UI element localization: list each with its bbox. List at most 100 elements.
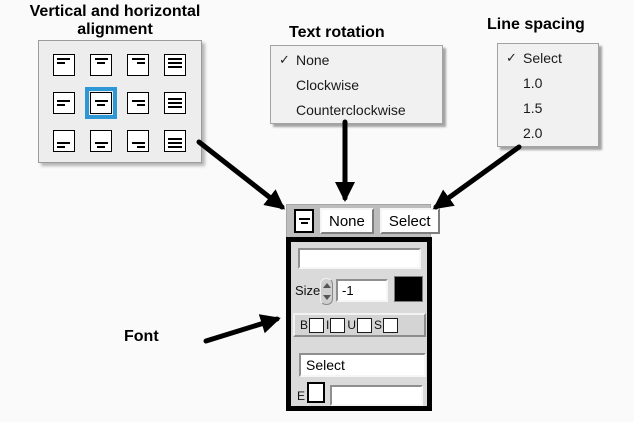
align-top-left-icon: [53, 54, 75, 76]
alignment-option-top-center[interactable]: [90, 54, 112, 76]
style-label-u: U: [347, 318, 357, 332]
align-line: [168, 98, 182, 100]
align-line: [57, 104, 65, 106]
style-label-s: S: [374, 318, 383, 332]
text-rotation-dropdown-button[interactable]: None: [320, 208, 374, 234]
arrow-alignment: [196, 139, 286, 210]
e-value-input[interactable]: [330, 385, 423, 406]
size-spinner[interactable]: [320, 278, 333, 305]
align-line: [298, 218, 310, 220]
alignment-option-middle-left[interactable]: [53, 92, 75, 114]
sample-text-input[interactable]: [298, 248, 421, 269]
align-line: [137, 104, 145, 106]
font-section-label: Font: [124, 328, 159, 345]
menu-item-label: Clockwise: [296, 76, 360, 93]
menu-item-1-5[interactable]: 1.5: [498, 95, 598, 120]
alignment-option-middle-center[interactable]: [85, 87, 117, 119]
style-checkbox-i[interactable]: [330, 317, 346, 333]
check-icon: ✓: [279, 51, 290, 67]
align-line: [137, 62, 145, 64]
align-line: [168, 106, 182, 108]
align-line: [97, 104, 105, 106]
menu-item-label: 2.0: [523, 124, 543, 141]
alignment-option-top-left[interactable]: [53, 54, 75, 76]
alignment-option-middle-right[interactable]: [127, 92, 149, 114]
size-input[interactable]: [336, 279, 388, 302]
align-line: [94, 100, 108, 102]
text-settings-toolbar: None Select: [286, 204, 440, 237]
align-line: [57, 100, 70, 102]
align-line: [132, 58, 145, 60]
align-middle-center-icon: [296, 213, 312, 229]
font-name-select[interactable]: [299, 353, 426, 377]
align-bottom-center-icon: [90, 130, 112, 152]
align-line: [168, 146, 182, 148]
style-checkbox-s[interactable]: [383, 317, 399, 333]
style-checkbox-b[interactable]: [309, 317, 325, 333]
e-toggle-checkbox[interactable]: [307, 382, 325, 403]
menu-item-label: Select: [523, 49, 562, 66]
align-line: [97, 146, 105, 148]
align-middle-left-icon: [53, 92, 75, 114]
align-line: [168, 62, 182, 64]
align-middle-center-icon: [90, 92, 112, 114]
menu-item-label: None: [296, 51, 330, 68]
rotation-section-title: Text rotation: [289, 24, 385, 41]
align-line: [300, 222, 308, 224]
style-checkbox-u[interactable]: [357, 317, 373, 333]
e-toggle-label: E: [297, 389, 306, 403]
align-line: [57, 146, 65, 148]
style-label-b: B: [300, 318, 309, 332]
spinner-down-icon[interactable]: [322, 295, 331, 301]
menu-item-label: 1.0: [523, 74, 543, 91]
alignment-option-bottom-justify[interactable]: [164, 130, 186, 152]
menu-item-select[interactable]: ✓ Select: [498, 45, 598, 70]
size-label: Size: [295, 283, 321, 298]
arrow-spacing: [432, 144, 522, 210]
align-line: [168, 102, 182, 104]
align-line: [168, 58, 182, 60]
menu-item-label: 1.5: [523, 99, 543, 116]
text-color-swatch[interactable]: [394, 276, 423, 302]
align-top-center-icon: [90, 54, 112, 76]
alignment-option-top-right[interactable]: [127, 54, 149, 76]
align-top-right-icon: [127, 54, 149, 76]
align-line: [168, 66, 182, 68]
menu-item-label: Counterclockwise: [296, 101, 406, 118]
align-bottom-justify-icon: [164, 130, 186, 152]
spinner-up-icon[interactable]: [322, 282, 331, 288]
line-spacing-menu: ✓ Select 1.0 1.5 2.0: [497, 43, 599, 147]
menu-item-2-0[interactable]: 2.0: [498, 120, 598, 145]
align-line: [132, 100, 145, 102]
menu-item-1-0[interactable]: 1.0: [498, 70, 598, 95]
align-bottom-left-icon: [53, 130, 75, 152]
menu-item-counterclockwise[interactable]: Counterclockwise: [271, 97, 442, 122]
spacing-section-title: Line spacing: [487, 16, 585, 33]
align-line: [97, 62, 105, 64]
check-icon: ✓: [506, 49, 517, 65]
menu-item-none[interactable]: ✓ None: [271, 47, 442, 72]
align-line: [57, 62, 65, 64]
align-line: [94, 142, 108, 144]
align-line: [57, 142, 70, 144]
alignment-section-title: Vertical and horizontal alignment: [29, 3, 201, 38]
alignment-option-bottom-right[interactable]: [127, 130, 149, 152]
alignment-button[interactable]: [294, 209, 314, 233]
align-middle-justify-icon: [164, 92, 186, 114]
align-top-justify-icon: [164, 54, 186, 76]
align-line: [137, 146, 145, 148]
line-spacing-dropdown-button[interactable]: Select: [379, 208, 440, 234]
align-line: [57, 58, 70, 60]
menu-item-clockwise[interactable]: Clockwise: [271, 72, 442, 97]
alignment-option-bottom-left[interactable]: [53, 130, 75, 152]
arrow-font: [203, 314, 281, 344]
alignment-option-bottom-center[interactable]: [90, 130, 112, 152]
align-bottom-right-icon: [127, 130, 149, 152]
alignment-option-middle-justify[interactable]: [164, 92, 186, 114]
alignment-option-top-justify[interactable]: [164, 54, 186, 76]
align-line: [168, 142, 182, 144]
